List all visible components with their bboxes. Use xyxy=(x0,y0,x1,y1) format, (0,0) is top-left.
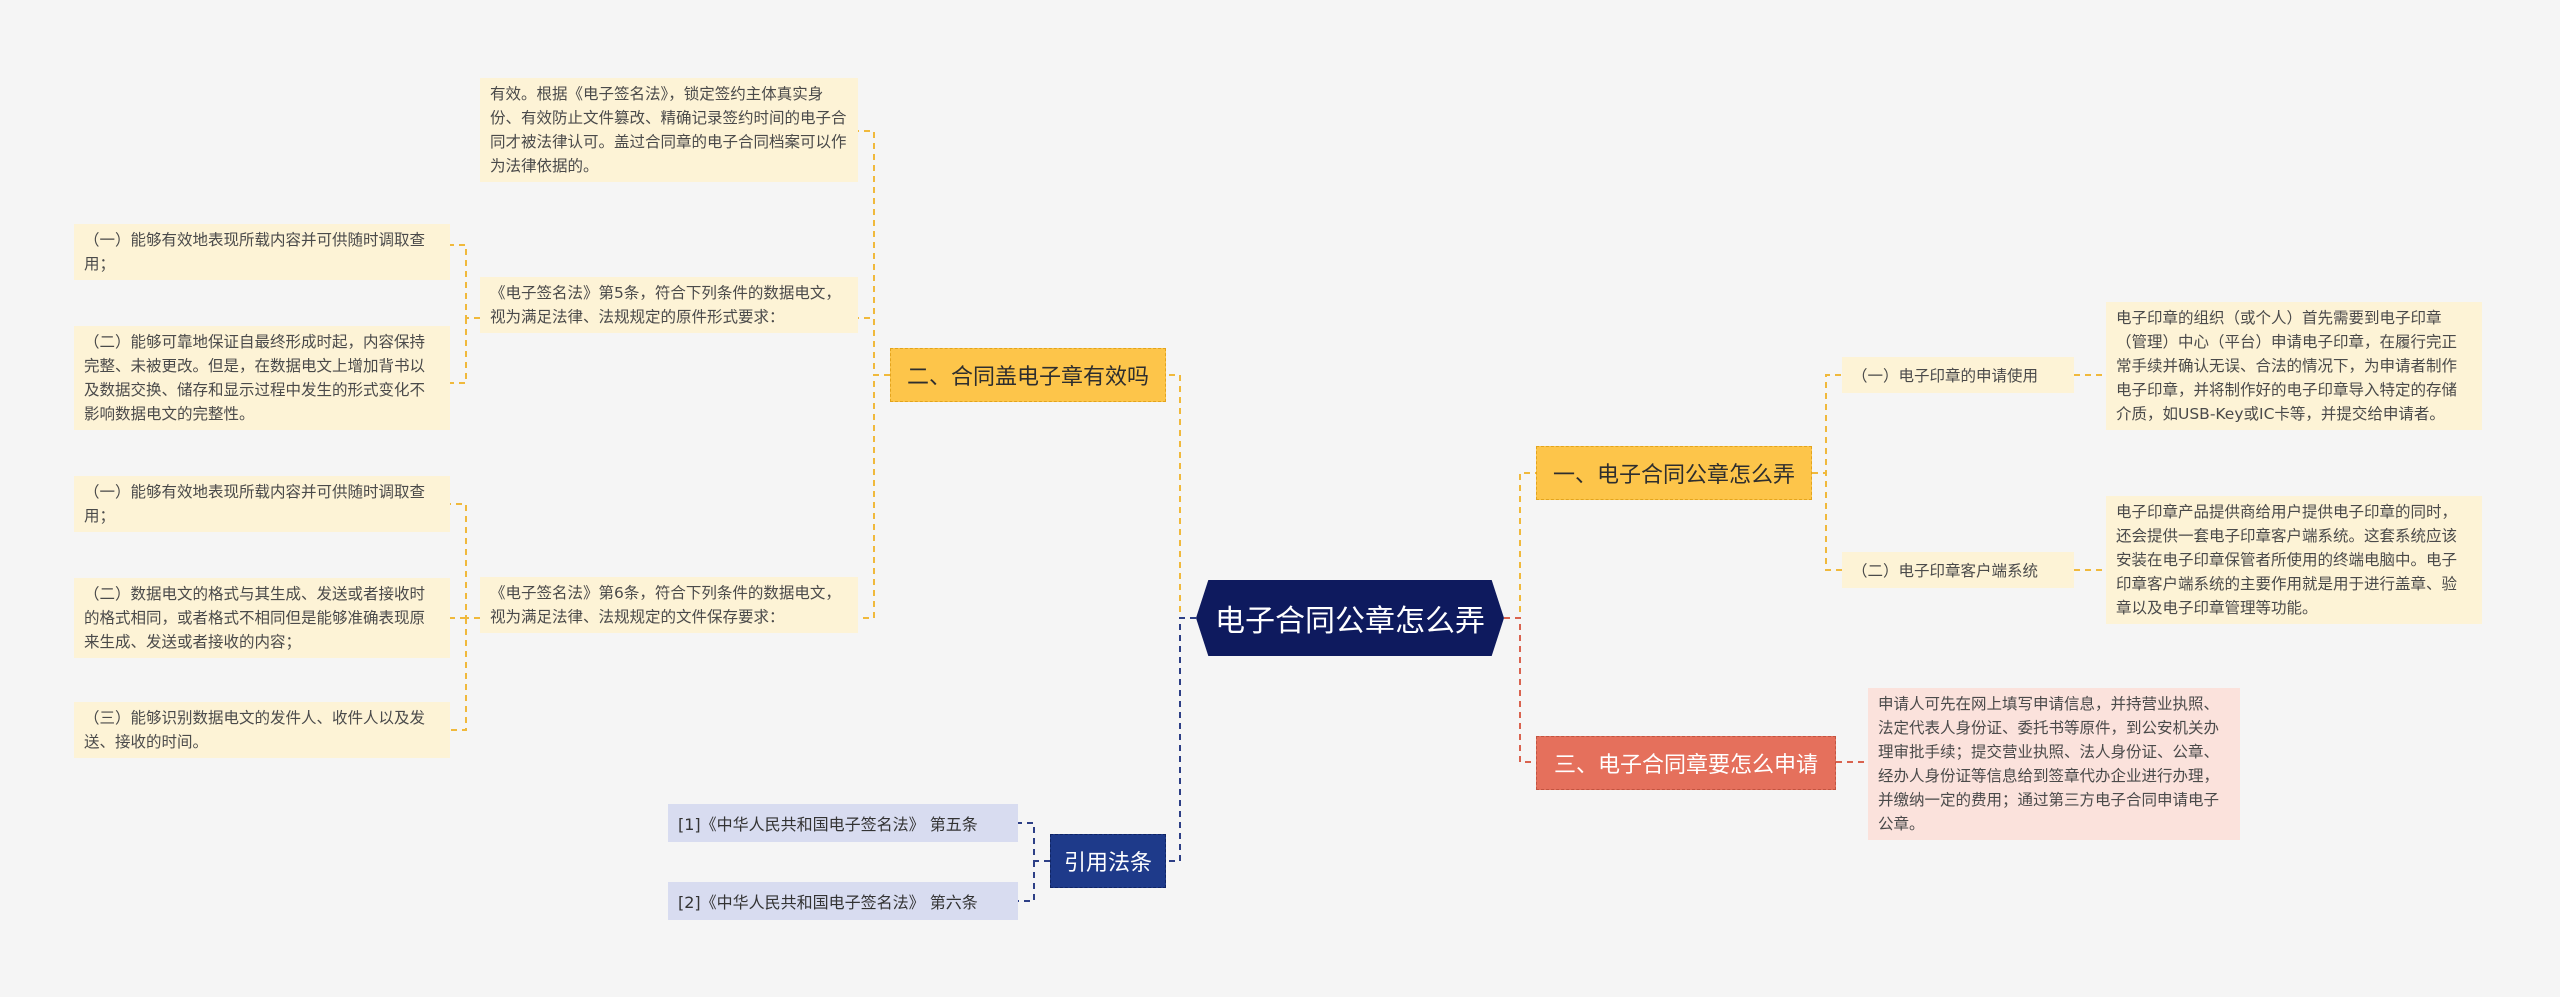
link-art6-items xyxy=(450,503,480,731)
branch-label: 二、合同盖电子章有效吗 xyxy=(906,365,1149,390)
link-root-references xyxy=(1166,617,1196,862)
branch-label: 一、电子合同公章怎么弄 xyxy=(1552,463,1795,488)
detail-seal-application: 电子印章的组织（或个人）首先需要到电子印章（管理）中心（平台）申请电子印章，在履… xyxy=(2106,302,2482,430)
branch-references[interactable]: 引用法条 xyxy=(1050,834,1166,888)
item-text: （一）能够有效地表现所载内容并可供随时调取查用； xyxy=(84,483,426,525)
detail-seal-client-system: 电子印章产品提供商给用户提供电子印章的同时，还会提供一套电子印章客户端系统。这套… xyxy=(2106,496,2482,624)
link-art5-items xyxy=(450,244,480,384)
detail-text: 有效。根据《电子签名法》，锁定签约主体真实身份、有效防止文件篡改、精确记录签约时… xyxy=(490,85,847,175)
branch-is-seal-valid[interactable]: 二、合同盖电子章有效吗 xyxy=(890,348,1166,402)
article-6-item-2: （二）数据电文的格式与其生成、发送或者接收时的格式相同，或者格式不相同但是能够准… xyxy=(74,578,450,658)
branch-label: 三、电子合同章要怎么申请 xyxy=(1553,753,1818,778)
detail-text: 《电子签名法》第6条，符合下列条件的数据电文，视为满足法律、法规规定的文件保存要… xyxy=(490,584,841,626)
article-6-item-3: （三）能够识别数据电文的发件人、收件人以及发送、接收的时间。 xyxy=(74,702,450,758)
item-text: （一）能够有效地表现所载内容并可供随时调取查用； xyxy=(84,231,426,273)
article-5-item-2: （二）能够可靠地保证自最终形成时起，内容保持完整、未被更改。但是，在数据电文上增… xyxy=(74,326,450,430)
reference-item-2[interactable]: [2]《中华人民共和国电子签名法》 第六条 xyxy=(668,882,1018,920)
link-root-branch1 xyxy=(1504,472,1536,619)
detail-text: 电子印章产品提供商给用户提供电子印章的同时，还会提供一套电子印章客户端系统。这套… xyxy=(2116,503,2458,617)
detail-validity: 有效。根据《电子签名法》，锁定签约主体真实身份、有效防止文件篡改、精确记录签约时… xyxy=(480,78,858,182)
branch-label: 引用法条 xyxy=(1063,851,1152,876)
link-root-branch3 xyxy=(1504,617,1536,763)
reference-text: [2]《中华人民共和国电子签名法》 第六条 xyxy=(678,893,978,912)
link-root-branch2 xyxy=(1166,374,1196,619)
item-text: （三）能够识别数据电文的发件人、收件人以及发送、接收的时间。 xyxy=(84,709,426,751)
reference-text: [1]《中华人民共和国电子签名法》 第五条 xyxy=(678,815,978,834)
article-5-item-1: （一）能够有效地表现所载内容并可供随时调取查用； xyxy=(74,224,450,280)
root-topic[interactable]: 电子合同公章怎么弄 xyxy=(1196,580,1504,656)
subtopic-seal-application[interactable]: （一）电子印章的申请使用 xyxy=(1842,357,2074,393)
detail-how-to-apply: 申请人可先在网上填写申请信息，并持营业执照、法定代表人身份证、委托书等原件，到公… xyxy=(1868,688,2240,840)
subtopic-seal-client-system[interactable]: （二）电子印章客户端系统 xyxy=(1842,552,2074,588)
link-branch2-child2 xyxy=(858,317,890,376)
link-references-items xyxy=(1018,822,1050,902)
detail-text: 《电子签名法》第5条，符合下列条件的数据电文，视为满足法律、法规规定的原件形式要… xyxy=(490,284,841,326)
branch-how-to-make-seal[interactable]: 一、电子合同公章怎么弄 xyxy=(1536,446,1812,500)
subtopic-label: （二）电子印章客户端系统 xyxy=(1852,562,2039,580)
item-text: （二）能够可靠地保证自最终形成时起，内容保持完整、未被更改。但是，在数据电文上增… xyxy=(84,333,426,423)
reference-item-1[interactable]: [1]《中华人民共和国电子签名法》 第五条 xyxy=(668,804,1018,842)
link-branch2-child3 xyxy=(858,374,890,619)
detail-article-6[interactable]: 《电子签名法》第6条，符合下列条件的数据电文，视为满足法律、法规规定的文件保存要… xyxy=(480,577,858,633)
subtopic-label: （一）电子印章的申请使用 xyxy=(1852,367,2039,385)
detail-text: 电子印章的组织（或个人）首先需要到电子印章（管理）中心（平台）申请电子印章，在履… xyxy=(2116,309,2458,423)
link-branch1-child1 xyxy=(1812,374,1842,474)
article-6-item-1: （一）能够有效地表现所载内容并可供随时调取查用； xyxy=(74,476,450,532)
link-branch2-child1 xyxy=(858,130,890,376)
detail-text: 申请人可先在网上填写申请信息，并持营业执照、法定代表人身份证、委托书等原件，到公… xyxy=(1878,695,2220,833)
item-text: （二）数据电文的格式与其生成、发送或者接收时的格式相同，或者格式不相同但是能够准… xyxy=(84,585,426,651)
detail-article-5[interactable]: 《电子签名法》第5条，符合下列条件的数据电文，视为满足法律、法规规定的原件形式要… xyxy=(480,277,858,333)
link-branch1-child2 xyxy=(1812,472,1842,571)
branch-how-to-apply[interactable]: 三、电子合同章要怎么申请 xyxy=(1536,736,1836,790)
root-topic-label: 电子合同公章怎么弄 xyxy=(1215,604,1485,639)
